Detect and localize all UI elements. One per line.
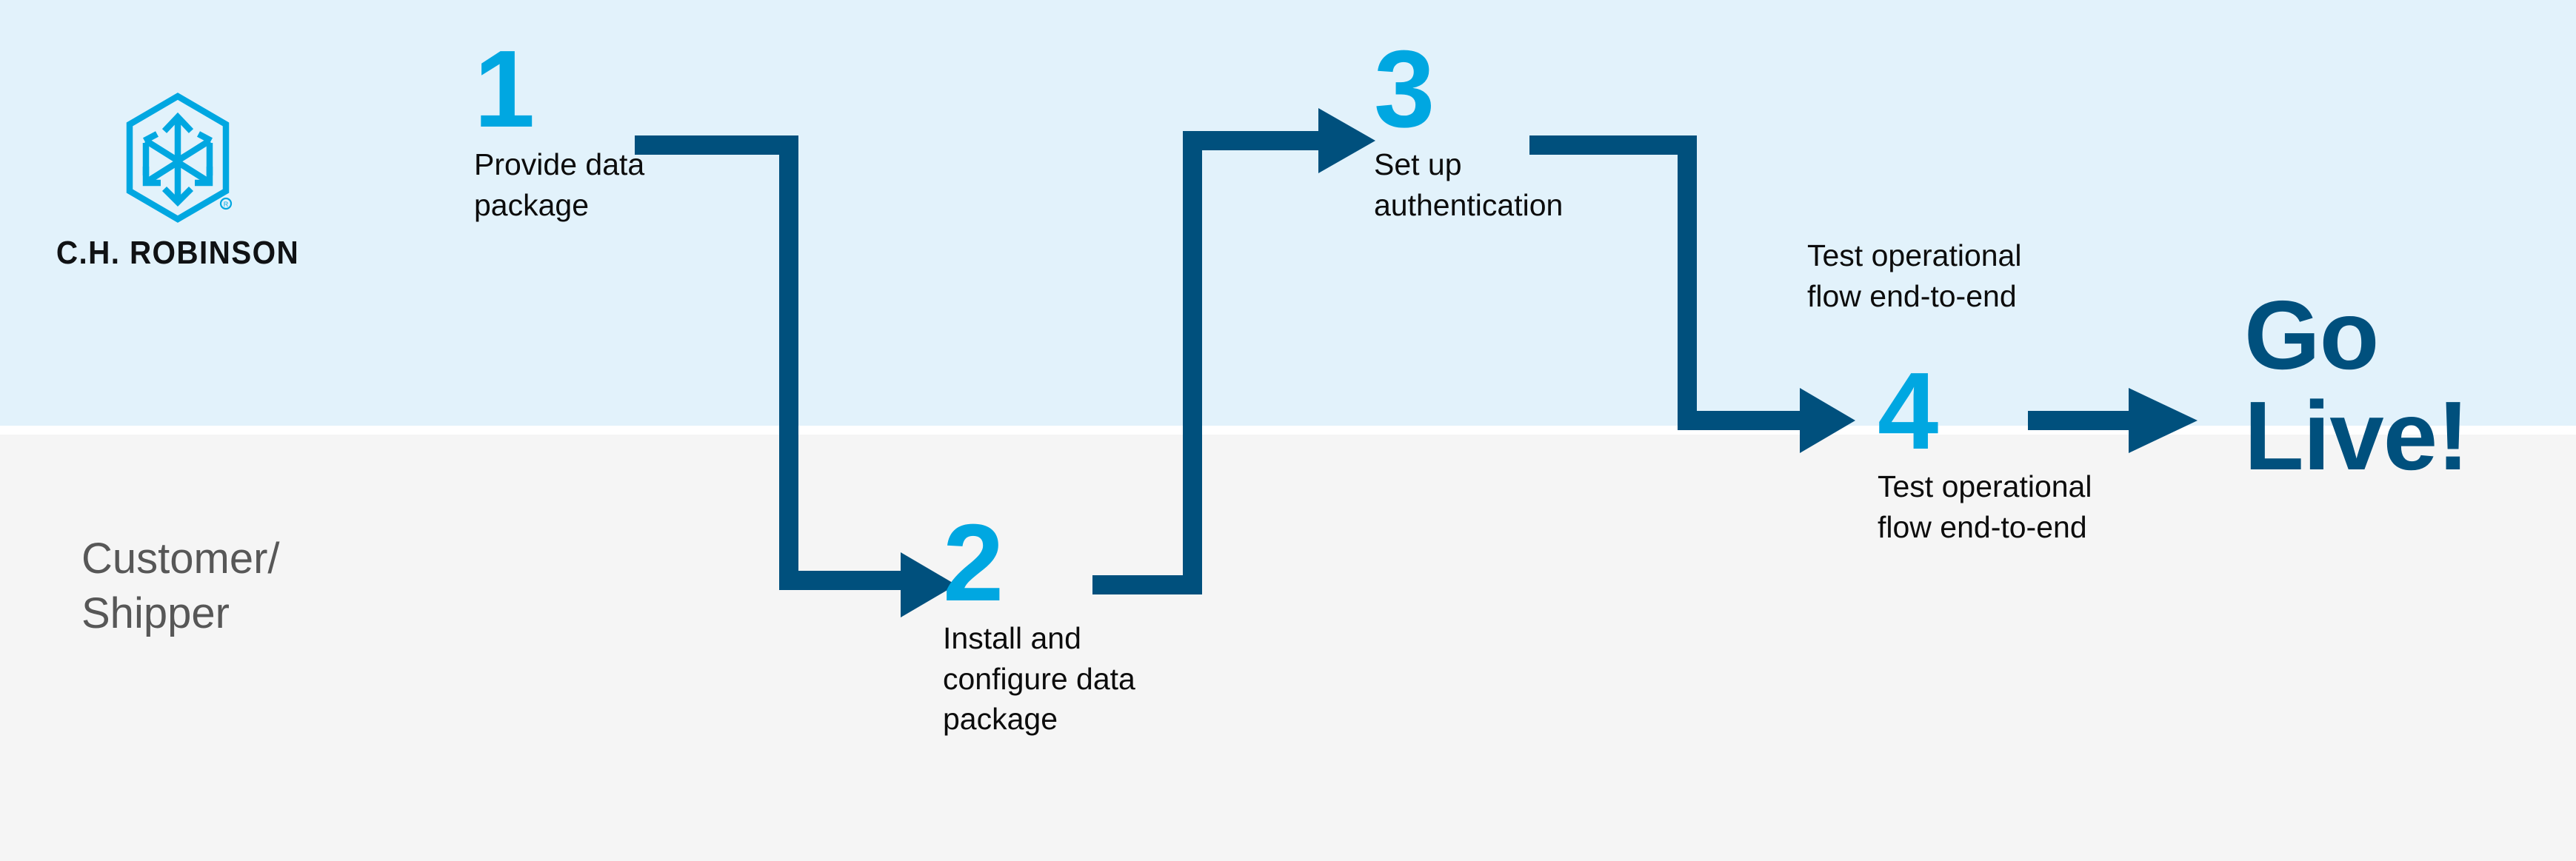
step-3-secondary-label: Test operational flow end-to-end: [1807, 238, 2022, 313]
brand-wordmark: C.H. ROBINSON: [56, 235, 300, 271]
step-4: 4 Test operational flow end-to-end: [1878, 350, 2092, 547]
top-lane-band: [0, 0, 2576, 426]
bottom-lane-band: [0, 435, 2576, 861]
connector-step2-to-step3: [1092, 108, 1375, 594]
step-2-number: 2: [943, 502, 1004, 624]
step-1-label: Provide data package: [474, 147, 645, 222]
ch-robinson-hexagon-cube-logo-icon: R: [126, 93, 233, 223]
step-2-label: Install and configure data package: [943, 621, 1135, 737]
step-3: 3 Set up authentication: [1374, 28, 1564, 225]
connector-step1-to-step2: [635, 135, 956, 617]
go-live-outcome-label: Go Live!: [2244, 281, 2469, 490]
step-4-number: 4: [1878, 350, 1938, 472]
step-3-number: 3: [1374, 28, 1435, 150]
svg-text:R: R: [224, 201, 229, 208]
connector-step3-to-step4: [1529, 135, 1855, 453]
lane-divider: [0, 426, 2576, 435]
brand-logo-block: R C.H. ROBINSON: [44, 93, 311, 272]
step-3-label: Set up authentication: [1374, 147, 1564, 222]
step-1: 1 Provide data package: [474, 28, 645, 225]
step-4-label: Test operational flow end-to-end: [1878, 469, 2092, 544]
lane-label-customer-shipper: Customer/ Shipper: [81, 535, 280, 638]
step-3-secondary-label-block: Test operational flow end-to-end: [1807, 235, 2021, 316]
registered-trademark-icon: R: [219, 197, 233, 210]
connector-step4-to-go-live: [2028, 388, 2198, 453]
step-2: 2 Install and configure data package: [943, 502, 1135, 740]
step-1-number: 1: [474, 28, 535, 150]
